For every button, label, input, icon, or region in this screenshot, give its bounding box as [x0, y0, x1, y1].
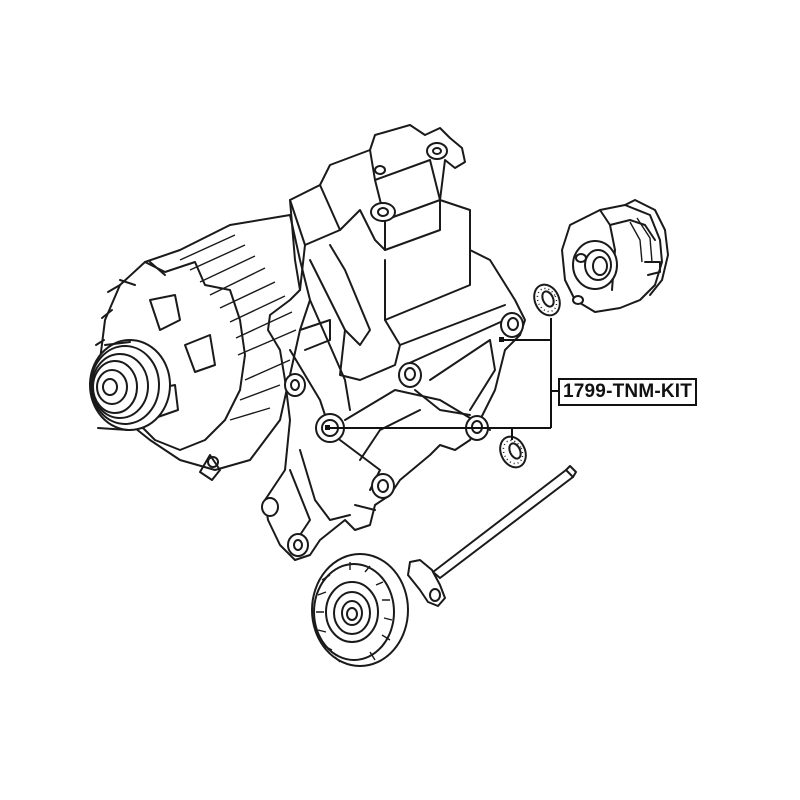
rod-icon [407, 465, 577, 607]
tensioner-icon [561, 199, 669, 313]
bearing-icon [499, 435, 527, 469]
bearing-icon [533, 283, 561, 317]
pulley-icon [311, 553, 409, 667]
alternator-icon [89, 214, 311, 481]
bracket-icon [261, 124, 526, 561]
part-number-label: 1799-TNM-KIT [558, 378, 698, 406]
leader-lines [325, 318, 558, 440]
